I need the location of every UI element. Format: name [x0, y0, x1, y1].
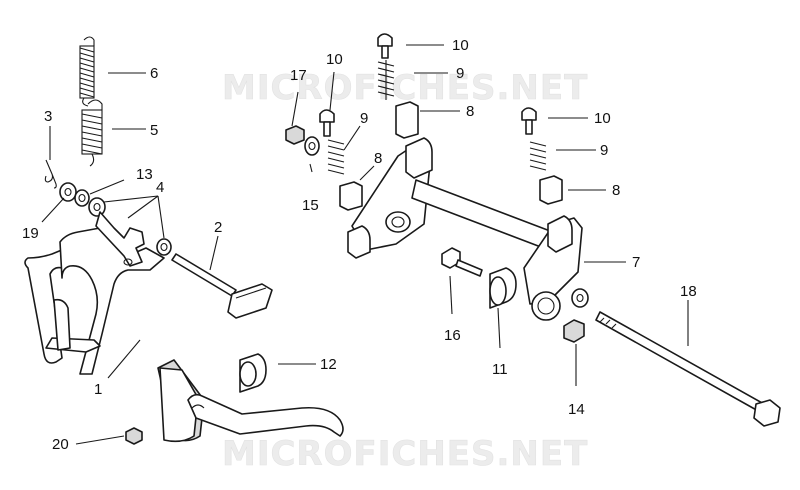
- callout-2: 2: [214, 219, 222, 236]
- centre-stand: [24, 211, 344, 443]
- spring-upper: [79, 36, 95, 107]
- callout-6: 6: [150, 65, 158, 82]
- callout-8-top: 8: [466, 103, 474, 120]
- callout-4: 4: [156, 179, 164, 196]
- spring-lower: [81, 99, 103, 167]
- washer-19: [59, 182, 77, 202]
- washer-4b: [156, 238, 172, 256]
- callout-12: 12: [320, 356, 337, 373]
- callout-20: 20: [52, 436, 69, 453]
- watermark-top: MICROFICHES.NET: [222, 68, 588, 108]
- callout-8-mid: 8: [374, 150, 382, 167]
- callout-14: 14: [568, 401, 585, 418]
- watermark-bottom: MICROFICHES.NET: [222, 434, 588, 474]
- callout-8-right: 8: [612, 182, 620, 199]
- callout-10-mid: 10: [326, 51, 343, 68]
- long-bolt-18: [595, 311, 781, 427]
- callout-3: 3: [44, 108, 52, 125]
- callout-9-top: 9: [456, 65, 464, 82]
- callout-11: 11: [492, 361, 508, 378]
- nut-14: [563, 319, 585, 343]
- bolt-10-right: [521, 107, 563, 205]
- washer-4a: [88, 197, 106, 217]
- callout-16: 16: [444, 327, 461, 344]
- spacer-11: [489, 267, 517, 309]
- callout-7: 7: [632, 254, 640, 271]
- washer-13: [74, 189, 90, 207]
- nut-17: [285, 125, 305, 145]
- bolt-16: [441, 247, 483, 277]
- swing-bracket: [347, 137, 589, 321]
- bolt-10-mid: [319, 109, 363, 211]
- callout-labels: 6 5 3 13 4 19 2 1 12 20 10 17 9 8 15 10 …: [22, 37, 697, 453]
- callout-10-top: 10: [452, 37, 469, 54]
- bolt-10-top: [377, 33, 419, 139]
- nut-20: [125, 427, 143, 445]
- callout-9-mid: 9: [360, 110, 368, 127]
- split-pin: [44, 159, 57, 189]
- callout-15: 15: [302, 197, 319, 214]
- callout-9-right: 9: [600, 142, 608, 159]
- callout-1: 1: [94, 381, 102, 398]
- washer-15: [304, 136, 320, 156]
- callout-5: 5: [150, 122, 158, 139]
- stand-pin: [171, 253, 273, 319]
- callout-10-right: 10: [594, 110, 611, 127]
- callout-18: 18: [680, 283, 697, 300]
- leader-lines: [41, 44, 689, 445]
- rubber-bush: [239, 353, 267, 393]
- callout-19: 19: [22, 225, 39, 242]
- callout-17: 17: [290, 67, 307, 84]
- callout-13: 13: [136, 166, 153, 183]
